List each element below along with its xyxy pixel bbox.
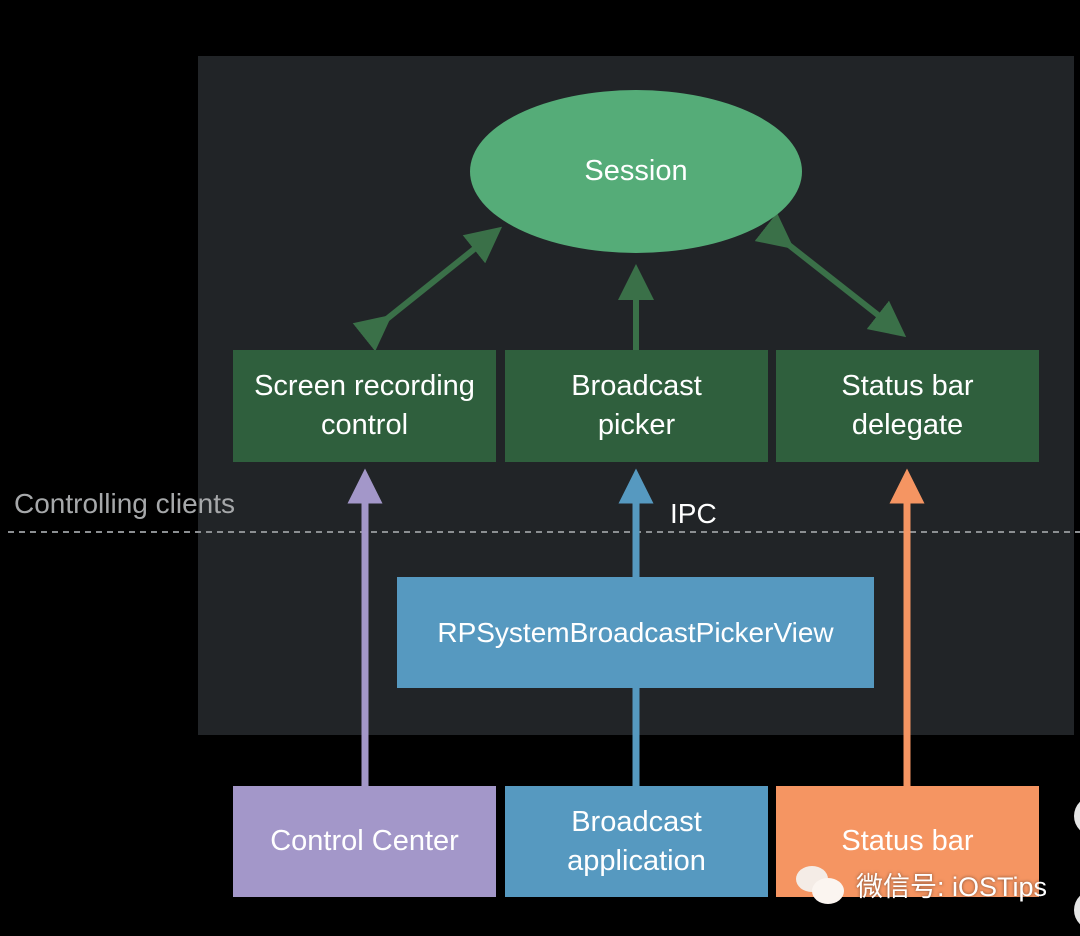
edge-circle-icon [1074, 890, 1080, 930]
ipc-label: IPC [670, 498, 717, 529]
arrow-session-screen-recording [352, 226, 503, 352]
source-label: Broadcast application [567, 805, 706, 877]
client-label: Broadcast picker [571, 370, 702, 441]
control-center-box: Control Center [233, 786, 496, 897]
status-bar-delegate-box: Status bar delegate [776, 350, 1039, 462]
client-label: Status bar delegate [841, 370, 974, 441]
controlling-clients-label: Controlling clients [14, 488, 235, 519]
wechat-icon [796, 862, 850, 906]
broadcast-application-box: Broadcast application [505, 786, 768, 897]
client-label: Screen recording control [254, 370, 475, 441]
source-label: Status bar [841, 825, 974, 857]
watermark-text: 微信号: iOSTips [856, 871, 1048, 902]
picker-view-label: RPSystemBroadcastPickerView [437, 617, 834, 648]
edge-circle-icon [1074, 796, 1080, 836]
picker-view-box: RPSystemBroadcastPickerView [397, 577, 874, 688]
session-label: Session [584, 155, 688, 187]
arrow-session-status-bar-delegate [754, 212, 907, 338]
status-bar-box: Status bar [776, 786, 1039, 897]
session-node: Session [470, 90, 802, 253]
watermark: 微信号: iOSTips [796, 862, 1047, 906]
screen-recording-control-box: Screen recording control [233, 350, 496, 462]
source-label: Control Center [270, 825, 459, 857]
broadcast-picker-box: Broadcast picker [505, 350, 768, 462]
